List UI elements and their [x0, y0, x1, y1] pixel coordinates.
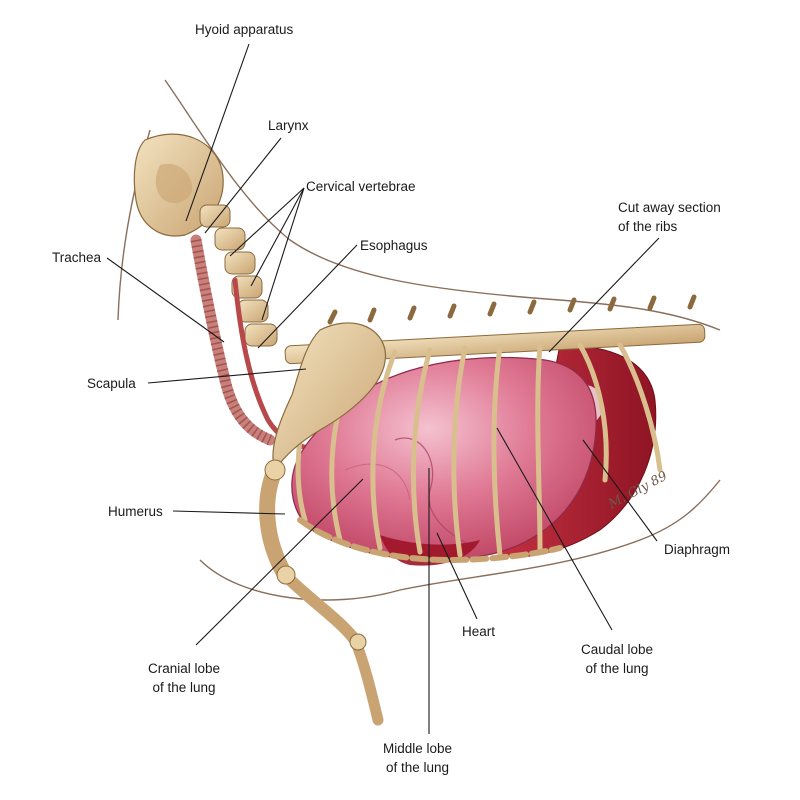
label-middle-lobe-line2: of the lung [385, 760, 450, 775]
label-esophagus: Esophagus [360, 238, 428, 253]
ribs [295, 342, 663, 558]
label-middle-lobe: Middle lobe of the lung [383, 739, 452, 777]
label-cranial-lobe-line2: of the lung [152, 680, 216, 695]
label-scapula: Scapula [87, 376, 136, 391]
label-cranial-lobe: Cranial lobe of the lung [148, 659, 220, 697]
label-cervical-vertebrae: Cervical vertebrae [306, 179, 416, 194]
label-cranial-lobe-line1: Cranial lobe [148, 661, 221, 676]
leader-lines [106, 43, 660, 734]
label-caudal-lobe: Caudal lobe of the lung [581, 640, 653, 678]
trachea-shape [190, 234, 276, 446]
label-trachea: Trachea [52, 250, 102, 265]
label-cut-away-ribs-line2: of the ribs [618, 219, 678, 234]
label-cut-away-ribs: Cut away section of the ribs [618, 198, 721, 236]
label-heart: Heart [462, 624, 496, 639]
label-humerus: Humerus [108, 504, 163, 519]
label-diaphragm: Diaphragm [664, 542, 731, 557]
label-caudal-lobe-line1: Caudal lobe [581, 642, 654, 657]
label-caudal-lobe-line2: of the lung [585, 661, 649, 676]
scapula-shape [272, 322, 387, 472]
label-middle-lobe-line1: Middle lobe [383, 741, 453, 756]
label-larynx: Larynx [268, 118, 309, 133]
cervical-vertebrae [199, 204, 278, 347]
label-hyoid-apparatus: Hyoid apparatus [195, 22, 294, 37]
thoracic-spine [284, 294, 706, 365]
label-cut-away-ribs-line1: Cut away section [618, 200, 721, 215]
